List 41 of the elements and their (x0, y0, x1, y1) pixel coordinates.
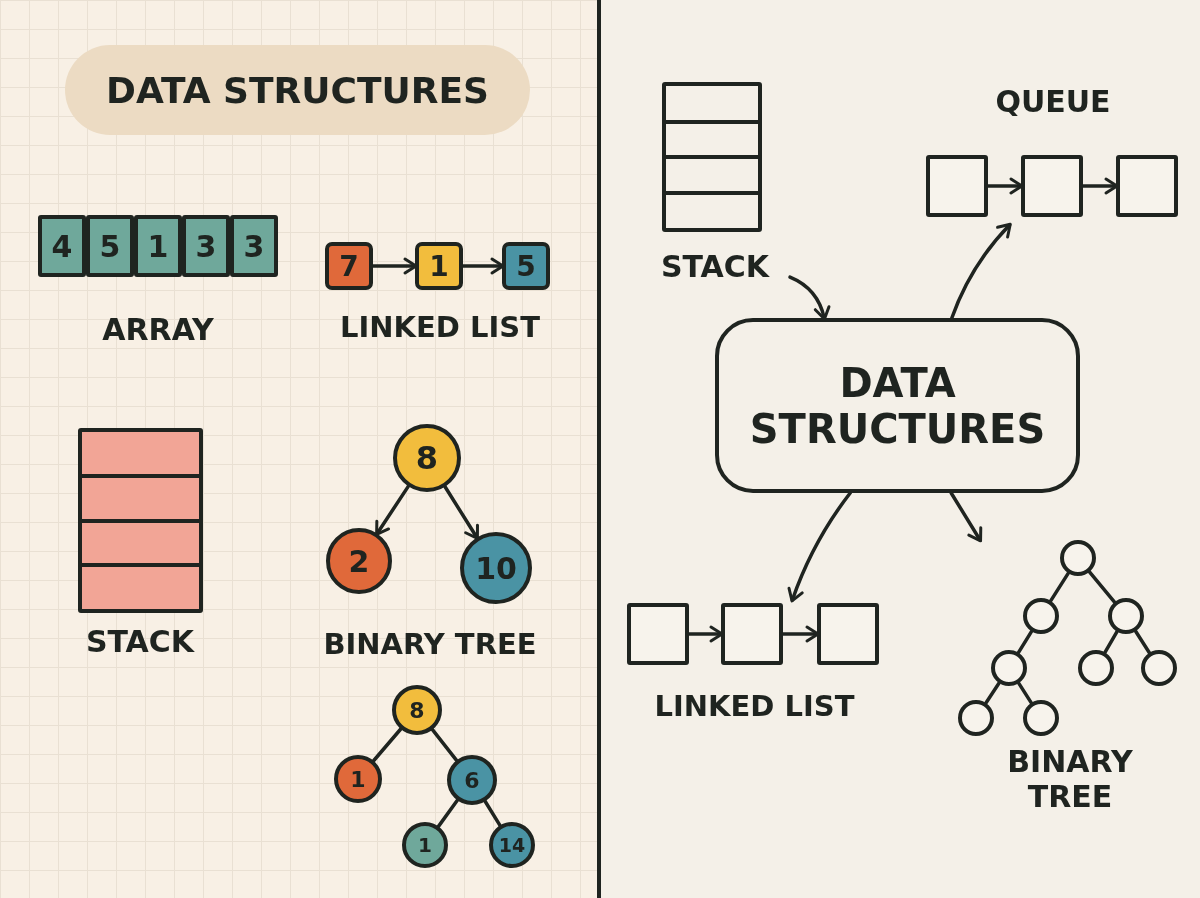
arrow (949, 491, 983, 543)
structure-label: STACK (84, 625, 196, 660)
empty-box (721, 603, 783, 665)
arrow (788, 275, 831, 321)
title-pill: DATA STRUCTURES (65, 45, 530, 135)
empty-box (1021, 155, 1083, 217)
connector-line (483, 799, 502, 828)
connector-line (1103, 629, 1119, 655)
list-node-box: 1 (415, 242, 463, 290)
structure-label: LINKED LIST (339, 311, 541, 345)
connector-line (371, 727, 403, 763)
connector-line (984, 681, 1001, 705)
connector-line (430, 727, 459, 763)
empty-box (926, 155, 988, 217)
structure-label: BINARY TREE (322, 628, 538, 662)
structure-label: QUEUE (994, 85, 1112, 120)
list-node-box: 7 (325, 242, 373, 290)
arrow (950, 222, 1012, 320)
empty-box (627, 603, 689, 665)
arrow (443, 485, 479, 540)
array-cell: 5 (86, 215, 134, 277)
array-cell: 3 (230, 215, 278, 277)
connector-line (436, 798, 460, 829)
array-cell: 3 (182, 215, 230, 277)
central-topic-box: DATA STRUCTURES (715, 318, 1080, 493)
arrow (375, 484, 410, 536)
empty-box (1116, 155, 1178, 217)
connector-line (1048, 571, 1071, 603)
list-node-box: 5 (502, 242, 550, 290)
empty-box (817, 603, 879, 665)
structure-label: ARRAY (101, 313, 215, 348)
connector-line (1133, 629, 1152, 655)
array-cell: 1 (134, 215, 182, 277)
structure-label: BINARY TREE (1006, 745, 1134, 814)
structure-label: LINKED LIST (653, 690, 856, 724)
array-cell: 4 (38, 215, 86, 277)
structure-label: STACK (659, 250, 771, 285)
connector-line (1087, 570, 1117, 604)
connector-line (1016, 681, 1034, 705)
connector-line (1016, 629, 1034, 655)
arrow (787, 491, 852, 603)
